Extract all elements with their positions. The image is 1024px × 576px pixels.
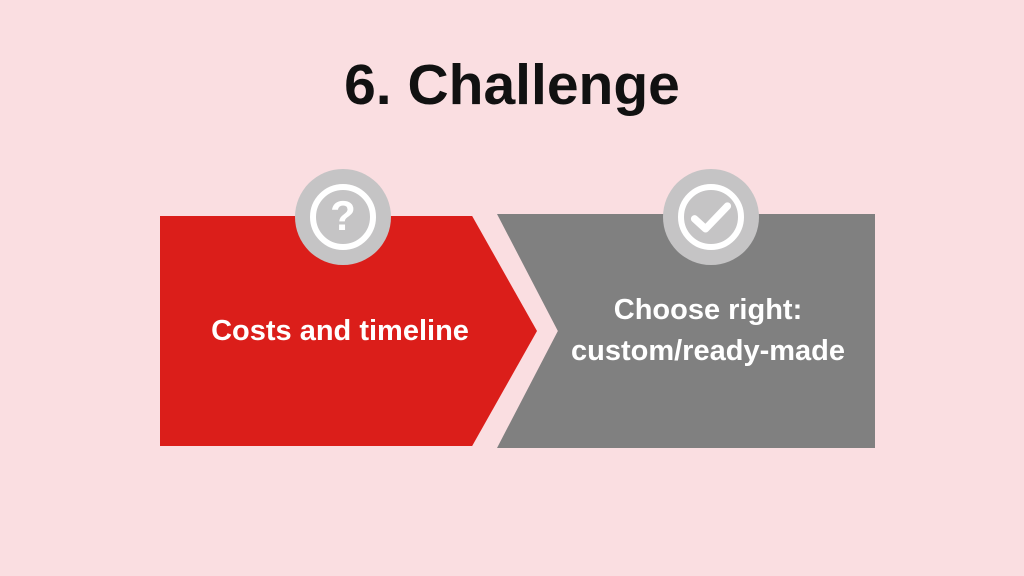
slide-title: 6. Challenge: [344, 53, 680, 117]
check-badge: [663, 169, 759, 265]
check-badge-ring: [678, 184, 744, 250]
question-badge: ?: [295, 169, 391, 265]
step-1-label: Costs and timeline: [211, 314, 469, 347]
check-icon: [690, 202, 732, 233]
question-badge-ring: ?: [310, 184, 376, 250]
step-2-label: Choose right: custom/ready-made: [548, 214, 868, 448]
step-2-label-line-1: Choose right:: [613, 294, 803, 327]
question-mark-icon: ?: [330, 192, 356, 239]
step-2-label-line-2: custom/ready-made: [571, 335, 845, 367]
